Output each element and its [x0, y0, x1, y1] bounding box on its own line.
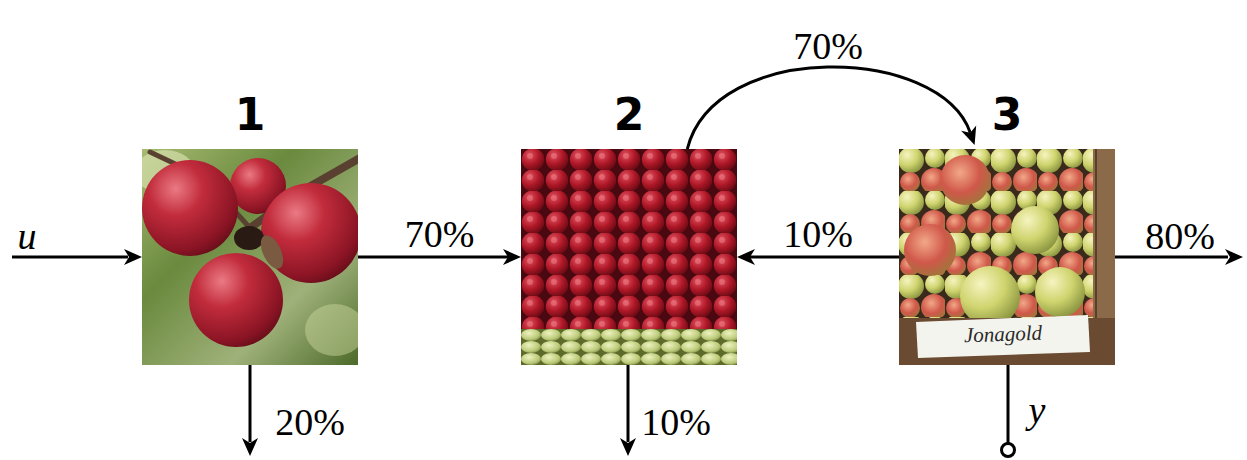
flow-line — [358, 256, 508, 259]
photo-ground — [899, 149, 1115, 365]
apple-branch-photo — [142, 149, 358, 365]
apple — [189, 253, 283, 347]
node-number: 3 — [899, 93, 1115, 137]
flow-connector — [687, 67, 976, 149]
flow-percent: 10% — [783, 215, 853, 253]
node-number: 1 — [142, 93, 358, 137]
flow-percent: 10% — [641, 403, 711, 441]
photo-node: 1 — [142, 149, 358, 365]
output-arrow-line — [1115, 256, 1228, 259]
apple — [904, 224, 956, 276]
apple — [1035, 267, 1085, 317]
signal-name: y — [1029, 391, 1046, 429]
apple-crate-photo — [899, 149, 1115, 365]
green-apple-rows — [521, 329, 737, 365]
apple — [142, 160, 238, 256]
apple — [940, 155, 990, 205]
stem-cluster — [234, 226, 264, 250]
arrowhead — [1225, 249, 1243, 265]
apple-stack-photo — [521, 149, 737, 365]
blur-patch — [305, 304, 358, 356]
arrowhead — [620, 438, 636, 456]
dry-leaf — [256, 232, 288, 272]
flow-percent: 70% — [793, 27, 863, 65]
flow-percent: 70% — [405, 215, 475, 253]
node-number: 2 — [521, 93, 737, 137]
flow-percent: 80% — [1145, 217, 1215, 255]
price-sign — [916, 315, 1090, 358]
flow-line — [750, 256, 899, 259]
photo-ground — [521, 149, 737, 365]
photo-node: 2 — [521, 149, 737, 365]
arrowhead — [242, 438, 258, 456]
input-arrow-line — [12, 256, 128, 259]
flow-percent: 20% — [275, 403, 345, 441]
arrowhead — [124, 249, 142, 265]
loss-arrow-line — [627, 365, 630, 442]
apple — [1011, 206, 1059, 254]
flow-line — [687, 67, 970, 149]
signal-name: u — [18, 217, 37, 255]
arrowhead — [737, 249, 755, 265]
sign-text: Jonagold — [963, 323, 1042, 347]
red-apple-rows — [521, 149, 737, 329]
green-apple-rows — [521, 329, 737, 365]
arrowhead — [503, 249, 521, 265]
free-arrowheads — [124, 249, 1243, 456]
apple — [960, 266, 1020, 326]
loss-arrow-line — [249, 365, 252, 442]
arrowhead — [961, 125, 976, 145]
measurement-line — [1007, 365, 1010, 443]
measurement-terminal — [1002, 444, 1015, 457]
free-arrows — [12, 257, 1228, 457]
